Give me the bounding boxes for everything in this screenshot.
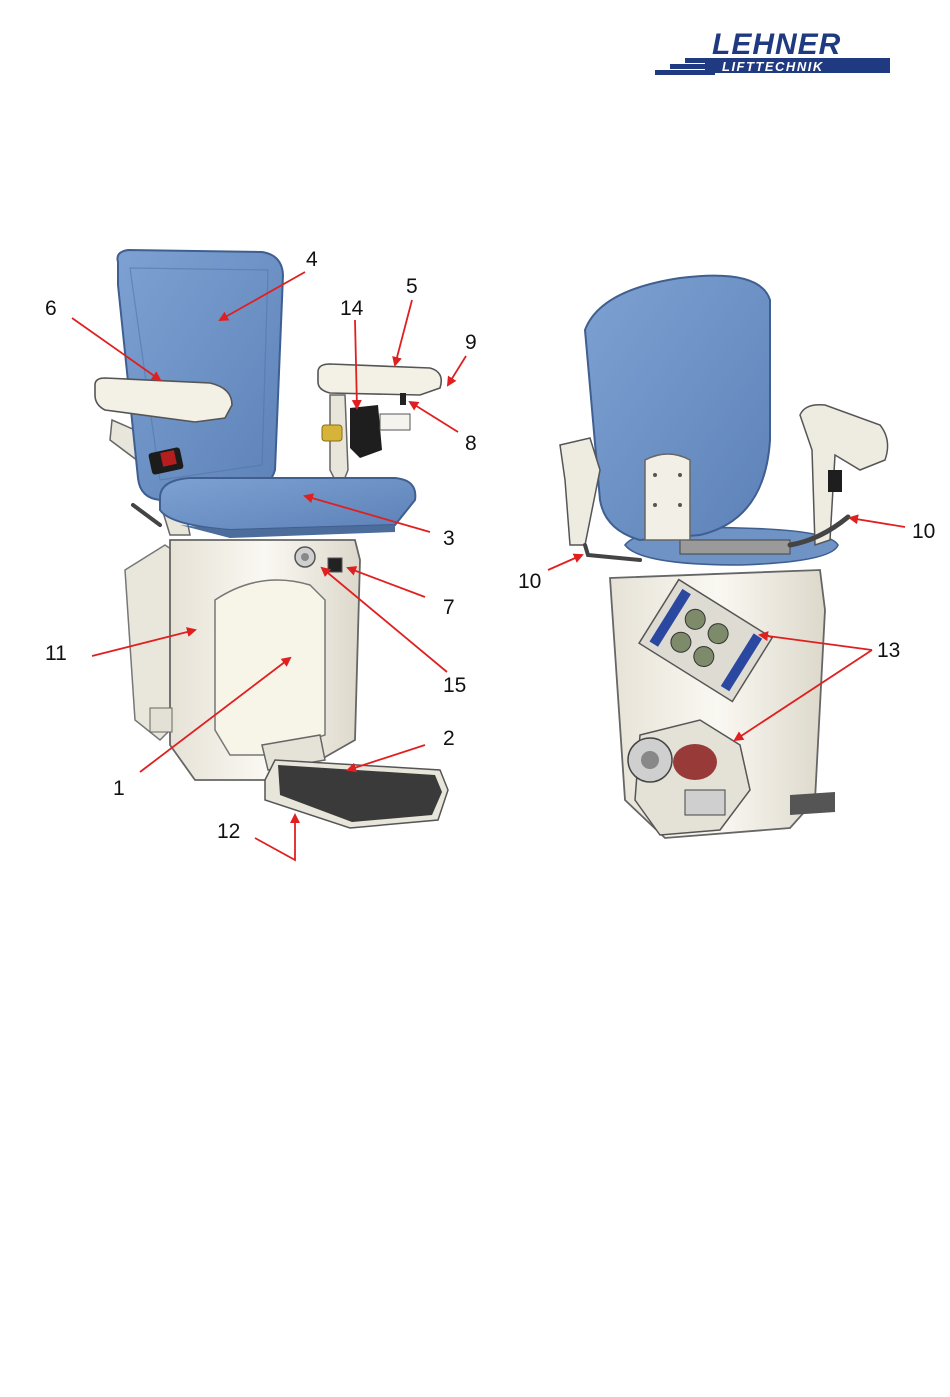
backrest-support-plate [645,454,690,540]
stairlift-diagram: 1 2 3 4 5 6 7 8 9 10 10 11 12 13 14 15 [0,0,950,900]
seat-cushion [160,478,415,530]
arrow-5 [395,300,412,365]
callout-8: 8 [465,432,477,455]
armrest-right [318,364,441,395]
callout-15: 15 [443,674,466,697]
callout-13: 13 [877,639,900,662]
arrow-10-right [850,518,905,527]
joystick [400,393,406,405]
arrow-12 [255,815,295,860]
seatbelt-clip-rear [828,470,842,492]
swivel-lever [133,505,160,525]
callout-10-left: 10 [518,570,541,593]
callout-11: 11 [45,642,67,665]
arrow-10-left [548,555,582,570]
arrow-14 [355,320,357,408]
callout-2: 2 [443,727,455,750]
callout-9: 9 [465,331,477,354]
callout-12: 12 [217,820,240,843]
key-switch [328,558,342,572]
arrow-8 [410,402,458,432]
callout-14: 14 [340,297,364,320]
front-cover-panel [215,580,325,755]
callout-7: 7 [443,596,455,619]
callout-10-right: 10 [912,520,935,543]
side-bracket [150,708,172,732]
callout-3: 3 [443,527,455,550]
rear-armrest-left [560,438,600,545]
callout-4: 4 [306,248,318,271]
stairlift-rear-view [560,276,888,838]
armrest-arm-right [330,395,348,490]
seatbelt-reel [350,405,382,458]
callout-6: 6 [45,297,57,320]
rear-armrest-right [800,405,888,545]
callout-1: 1 [113,777,125,800]
callout-5: 5 [406,275,418,298]
stairlift-front-view [95,250,448,828]
backrest [117,250,283,500]
arrow-9 [448,356,466,385]
armrest-left [95,378,232,422]
